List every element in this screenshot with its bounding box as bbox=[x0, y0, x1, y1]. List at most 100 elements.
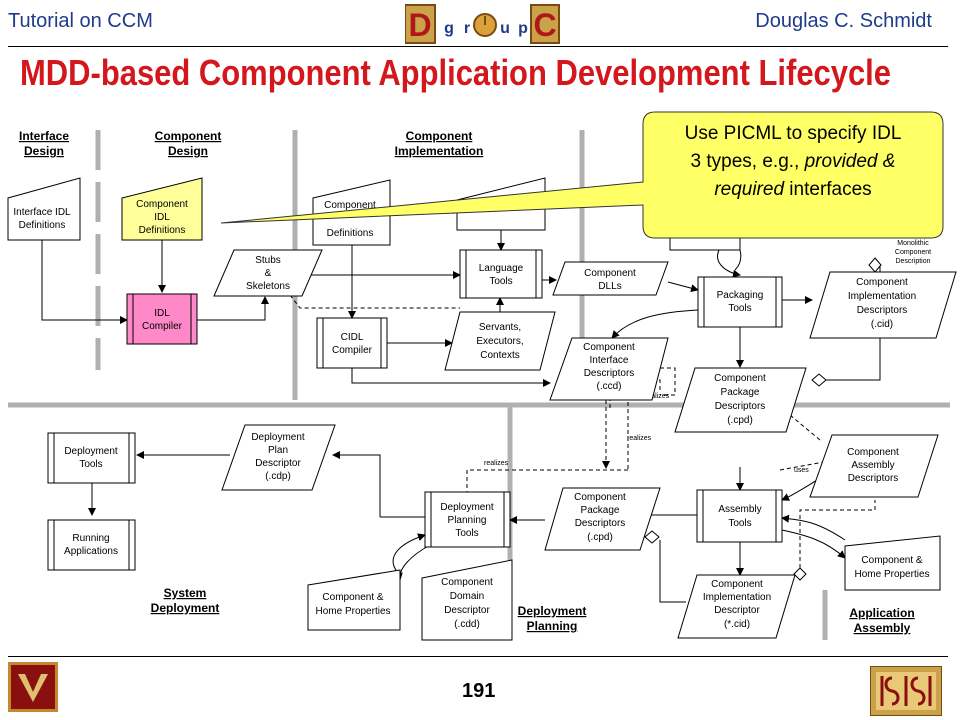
svg-text:Descriptors: Descriptors bbox=[715, 401, 766, 412]
svg-text:Component &: Component & bbox=[861, 555, 922, 566]
phase-component-design-l2: Design bbox=[168, 144, 208, 158]
svg-text:Component: Component bbox=[711, 579, 763, 590]
svg-text:Home Properties: Home Properties bbox=[854, 569, 929, 580]
svg-text:Descriptors: Descriptors bbox=[575, 518, 626, 529]
svg-text:Assembly: Assembly bbox=[851, 460, 894, 471]
node-deployment-plan-descriptor: Deployment Plan Descriptor (.cdp) bbox=[221, 424, 336, 491]
svg-text:g: g bbox=[444, 20, 454, 37]
header-right-text: Douglas C. Schmidt bbox=[755, 10, 932, 32]
edge-label-uses: uses bbox=[794, 467, 809, 474]
node-component-package-descriptors-top: Component Package Descriptors (.cpd) bbox=[674, 367, 807, 433]
slide-title: MDD-based Component Application Developm… bbox=[20, 52, 892, 93]
phase-interface-design-l1: Interface bbox=[19, 129, 69, 143]
svg-text:Tools: Tools bbox=[728, 303, 751, 314]
svg-text:Compiler: Compiler bbox=[142, 321, 183, 332]
svg-text:Component: Component bbox=[584, 268, 636, 279]
svg-text:Descriptor: Descriptor bbox=[714, 605, 760, 616]
svg-text:Skeletons: Skeletons bbox=[246, 281, 290, 292]
svg-text:Compiler: Compiler bbox=[332, 345, 373, 356]
node-language-tools: Language Tools bbox=[459, 249, 543, 299]
svg-text:Component: Component bbox=[574, 492, 626, 503]
svg-text:IDL: IDL bbox=[154, 212, 170, 223]
svg-text:Component: Component bbox=[895, 249, 931, 256]
phase-deployment-planning-l2: Planning bbox=[527, 619, 578, 633]
svg-text:Descriptor: Descriptor bbox=[444, 605, 490, 616]
svg-text:Component: Component bbox=[441, 577, 493, 588]
node-monolithic-component-description: Monolithic Component Description bbox=[895, 240, 931, 265]
node-component-assembly-descriptors: Component Assembly Descriptors bbox=[809, 434, 939, 498]
phase-deployment-planning-l1: Deployment bbox=[518, 604, 587, 618]
callout-line-2: 3 types, e.g., provided & bbox=[641, 148, 945, 176]
node-stubs-skeletons: Stubs & Skeletons bbox=[213, 249, 323, 297]
svg-text:Component: Component bbox=[324, 200, 376, 211]
svg-text:Interface IDL: Interface IDL bbox=[13, 207, 71, 218]
node-component-implementation-descriptors: Component Implementation Descriptors (.c… bbox=[809, 271, 957, 339]
svg-text:Descriptors: Descriptors bbox=[848, 473, 899, 484]
svg-text:(.cdd): (.cdd) bbox=[454, 619, 480, 630]
svg-text:(*.cid): (*.cid) bbox=[724, 619, 750, 630]
callout-line-3: required interfaces bbox=[641, 176, 945, 204]
svg-text:Deployment: Deployment bbox=[251, 432, 305, 443]
node-component-package-descriptors-bottom: Component Package Descriptors (.cpd) bbox=[544, 487, 661, 551]
node-packaging-tools: Packaging Tools bbox=[697, 276, 783, 328]
doc-group-logo: D g r u p C bbox=[405, 4, 560, 44]
node-running-applications: Running Applications bbox=[47, 519, 136, 571]
svg-text:Package: Package bbox=[581, 505, 620, 516]
svg-text:Tools: Tools bbox=[79, 459, 102, 470]
svg-text:Plan: Plan bbox=[268, 445, 288, 456]
svg-text:Component: Component bbox=[714, 373, 766, 384]
footer-divider bbox=[8, 656, 948, 657]
svg-text:Tools: Tools bbox=[489, 276, 512, 287]
node-interface-idl: Interface IDL Definitions bbox=[7, 177, 81, 241]
svg-text:Component: Component bbox=[583, 342, 635, 353]
svg-text:u: u bbox=[500, 20, 510, 37]
svg-text:Description: Description bbox=[895, 258, 930, 265]
svg-text:p: p bbox=[518, 20, 528, 37]
svg-text:Tools: Tools bbox=[728, 518, 751, 529]
svg-text:Descriptors: Descriptors bbox=[857, 305, 908, 316]
svg-text:Package: Package bbox=[721, 387, 760, 398]
vanderbilt-logo bbox=[8, 662, 58, 712]
svg-text:Contexts: Contexts bbox=[480, 350, 519, 361]
phase-component-impl-l1: Component bbox=[406, 129, 473, 143]
svg-text:Tools: Tools bbox=[455, 528, 478, 539]
svg-text:Component: Component bbox=[136, 199, 188, 210]
svg-text:Implementation: Implementation bbox=[703, 592, 771, 603]
svg-text:Servants,: Servants, bbox=[479, 322, 521, 333]
svg-text:Packaging: Packaging bbox=[717, 290, 764, 301]
phase-interface-design-l2: Design bbox=[24, 144, 64, 158]
svg-text:Implementation: Implementation bbox=[848, 291, 916, 302]
node-component-idl: Component IDL Definitions bbox=[121, 177, 203, 241]
svg-text:(.cpd): (.cpd) bbox=[587, 532, 613, 543]
phase-system-deployment-l2: Deployment bbox=[151, 601, 220, 615]
svg-text:DLLs: DLLs bbox=[598, 281, 621, 292]
svg-text:Domain: Domain bbox=[450, 591, 484, 602]
node-component-domain-descriptor: Component Domain Descriptor (.cdd) bbox=[421, 559, 513, 641]
phase-component-design-l1: Component bbox=[155, 129, 222, 143]
svg-text:Deployment: Deployment bbox=[440, 502, 494, 513]
edge-label-realizes-2: realizes bbox=[627, 435, 652, 442]
svg-text:Component: Component bbox=[847, 447, 899, 458]
svg-text:C: C bbox=[533, 7, 556, 43]
node-deployment-tools: Deployment Tools bbox=[47, 432, 136, 484]
svg-text:IDL: IDL bbox=[154, 308, 170, 319]
svg-text:CIDL: CIDL bbox=[341, 332, 364, 343]
callout-line-3b: interfaces bbox=[784, 179, 872, 200]
node-component-dlls: Component DLLs bbox=[552, 261, 669, 296]
svg-text:Running: Running bbox=[72, 533, 109, 544]
svg-text:Descriptors: Descriptors bbox=[584, 368, 635, 379]
aggregation-diamonds bbox=[644, 257, 882, 581]
svg-text:Descriptor: Descriptor bbox=[255, 458, 301, 469]
svg-text:(.cdp): (.cdp) bbox=[265, 471, 291, 482]
phase-application-assembly-l2: Assembly bbox=[854, 621, 911, 635]
node-assembly-tools: Assembly Tools bbox=[696, 489, 783, 543]
phase-application-assembly-l1: Application bbox=[849, 606, 914, 620]
svg-text:Component &: Component & bbox=[322, 592, 383, 603]
svg-text:D: D bbox=[408, 7, 431, 43]
phase-component-impl-l2: Implementation bbox=[395, 144, 484, 158]
callout-line-3a: required bbox=[714, 179, 785, 200]
node-home-properties-right: Component & Home Properties bbox=[844, 535, 941, 591]
page-number: 191 bbox=[462, 680, 496, 702]
phase-system-deployment-l1: System bbox=[164, 586, 207, 600]
